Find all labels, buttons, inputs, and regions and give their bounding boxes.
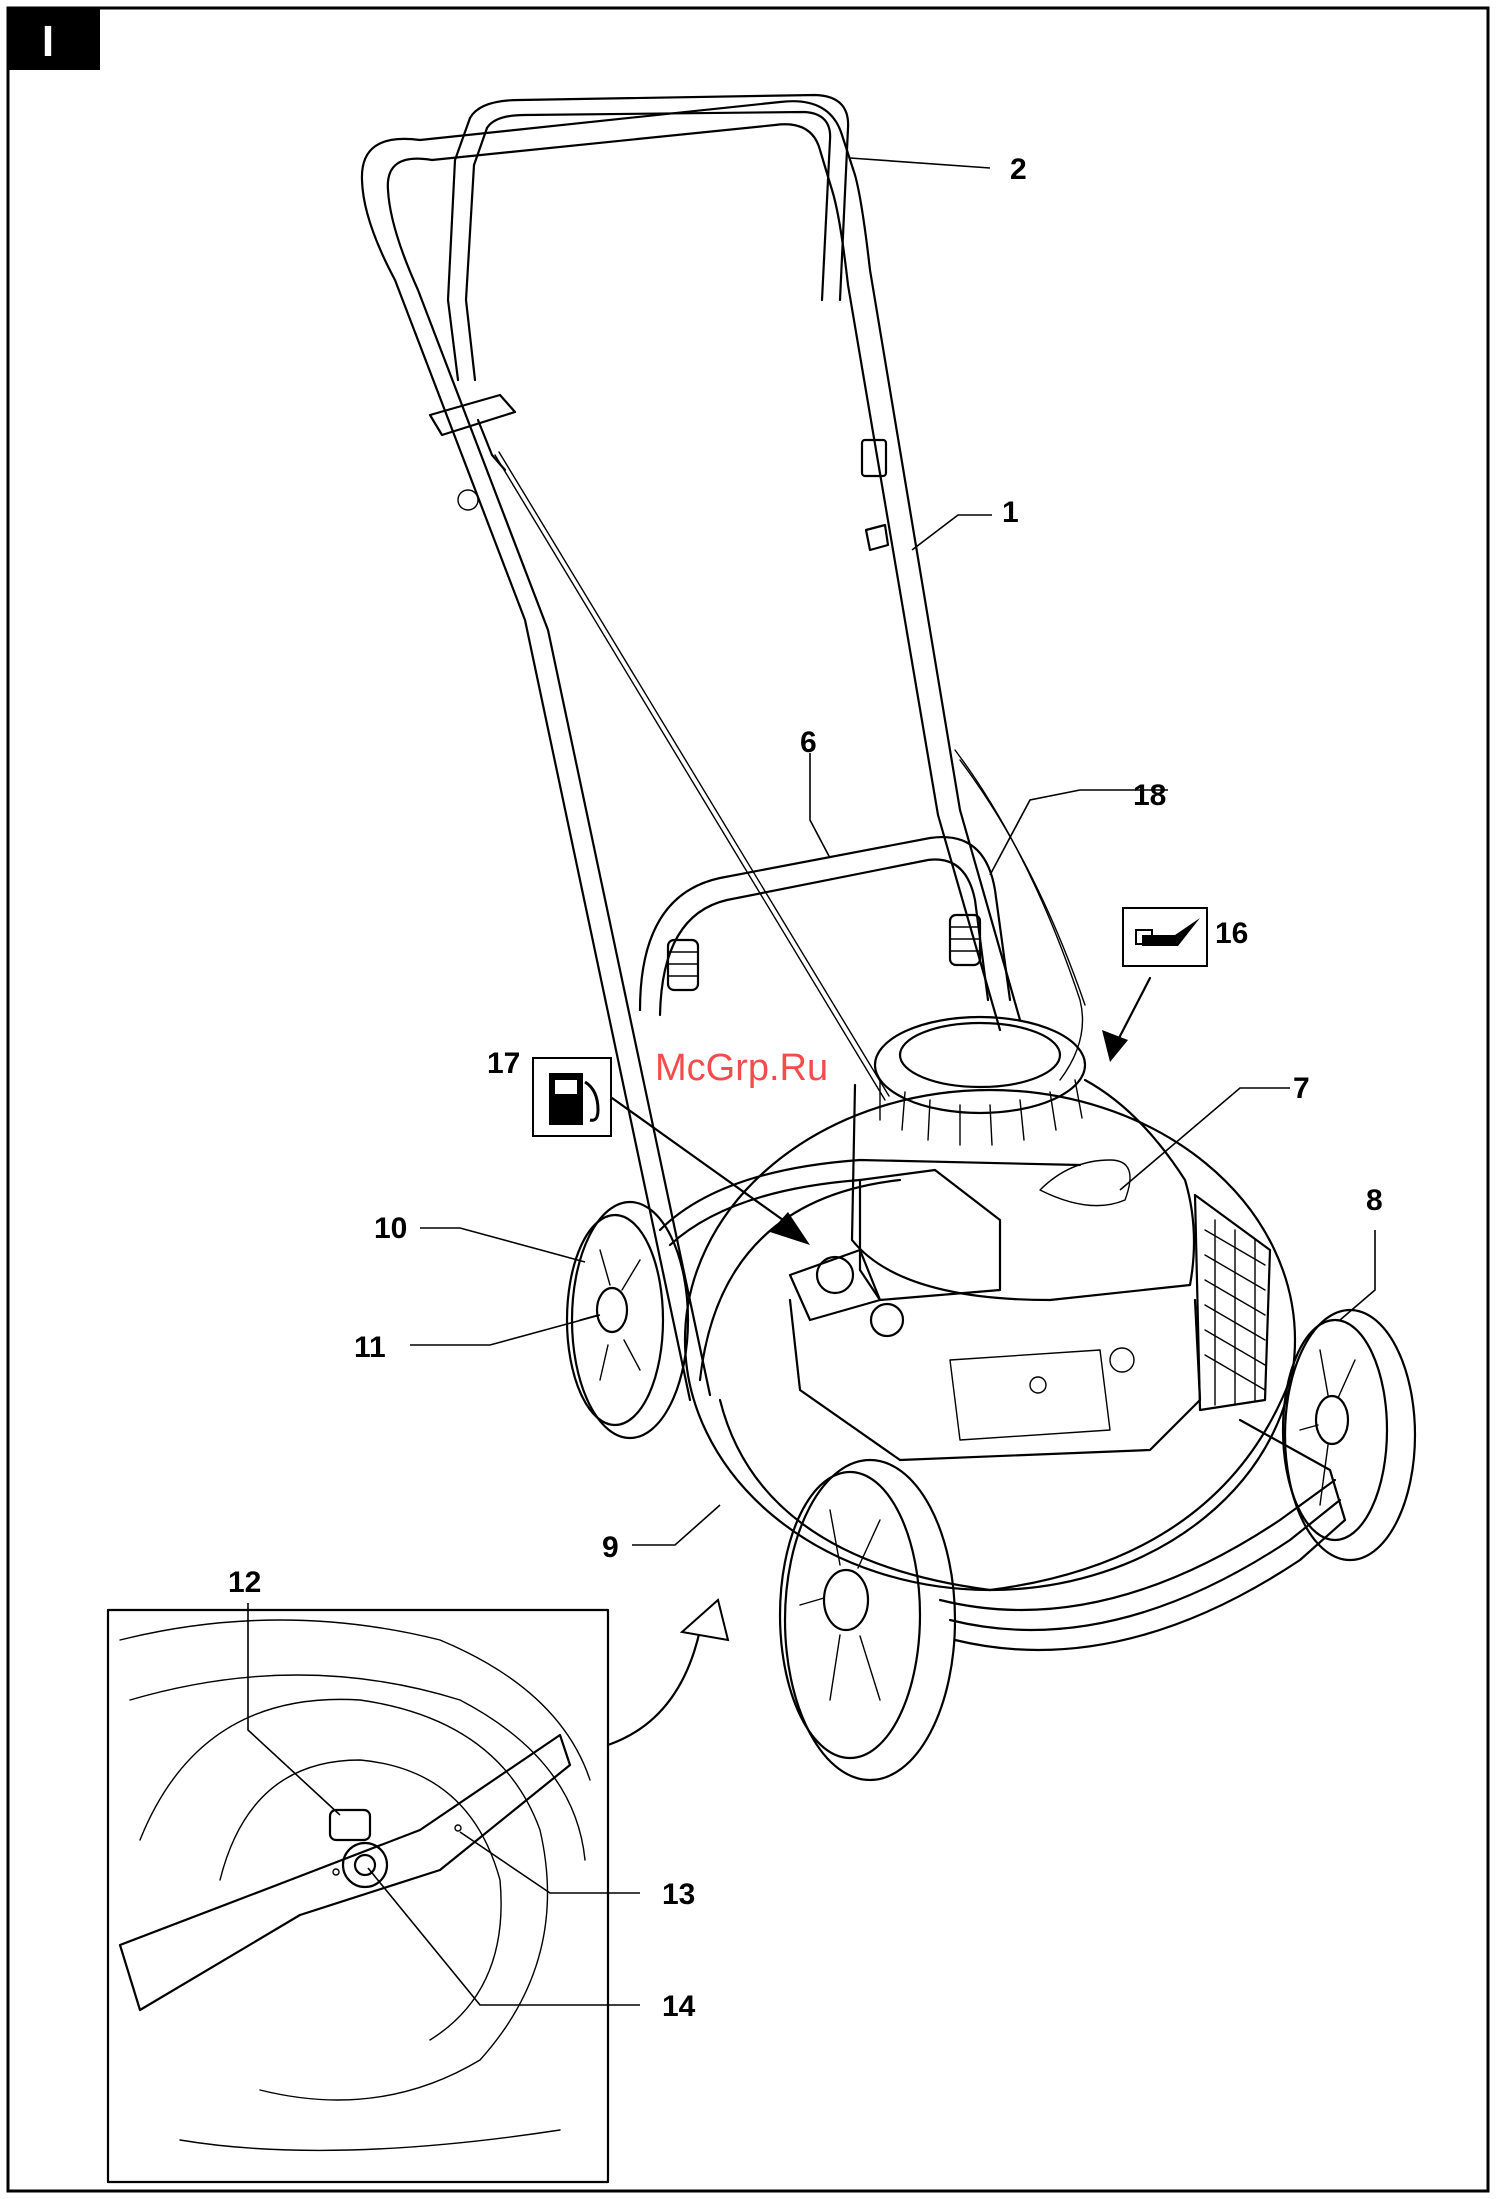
callout-8: 8 xyxy=(1366,1184,1383,1217)
callout-10: 10 xyxy=(374,1212,407,1245)
section-tab-label: I xyxy=(42,17,54,66)
mower-deck xyxy=(660,1090,1345,1650)
front-right-wheel xyxy=(1283,1310,1415,1560)
callout-2: 2 xyxy=(1010,153,1027,186)
engine xyxy=(790,1017,1270,1460)
muffler-guard xyxy=(1195,1195,1270,1410)
callout-16: 16 xyxy=(1215,917,1248,950)
fuel-symbol-box xyxy=(533,1058,611,1136)
blade-detail-inset xyxy=(108,1610,608,2182)
callout-1: 1 xyxy=(1002,496,1019,529)
callout-13: 13 xyxy=(662,1878,695,1911)
rear-left-wheel xyxy=(567,1202,688,1438)
page-frame xyxy=(8,8,1488,2191)
callout-12: 12 xyxy=(228,1566,261,1599)
lower-handle-bracket xyxy=(640,837,1010,1015)
handle-assembly xyxy=(362,95,1085,1400)
callout-11: 11 xyxy=(354,1331,386,1364)
callout-17: 17 xyxy=(487,1047,520,1080)
callout-9: 9 xyxy=(602,1531,619,1564)
callout-18: 18 xyxy=(1133,779,1166,812)
callout-6: 6 xyxy=(800,726,817,759)
callout-7: 7 xyxy=(1293,1072,1310,1105)
callout-14: 14 xyxy=(662,1990,696,2023)
watermark-text: McGrp.Ru xyxy=(655,1047,828,1089)
front-left-wheel xyxy=(780,1460,955,1780)
inset-pointer-arrow xyxy=(608,1630,700,1745)
oil-symbol-box xyxy=(1123,908,1207,966)
right-handle-knob[interactable] xyxy=(950,915,980,965)
section-tab: I xyxy=(8,8,100,70)
